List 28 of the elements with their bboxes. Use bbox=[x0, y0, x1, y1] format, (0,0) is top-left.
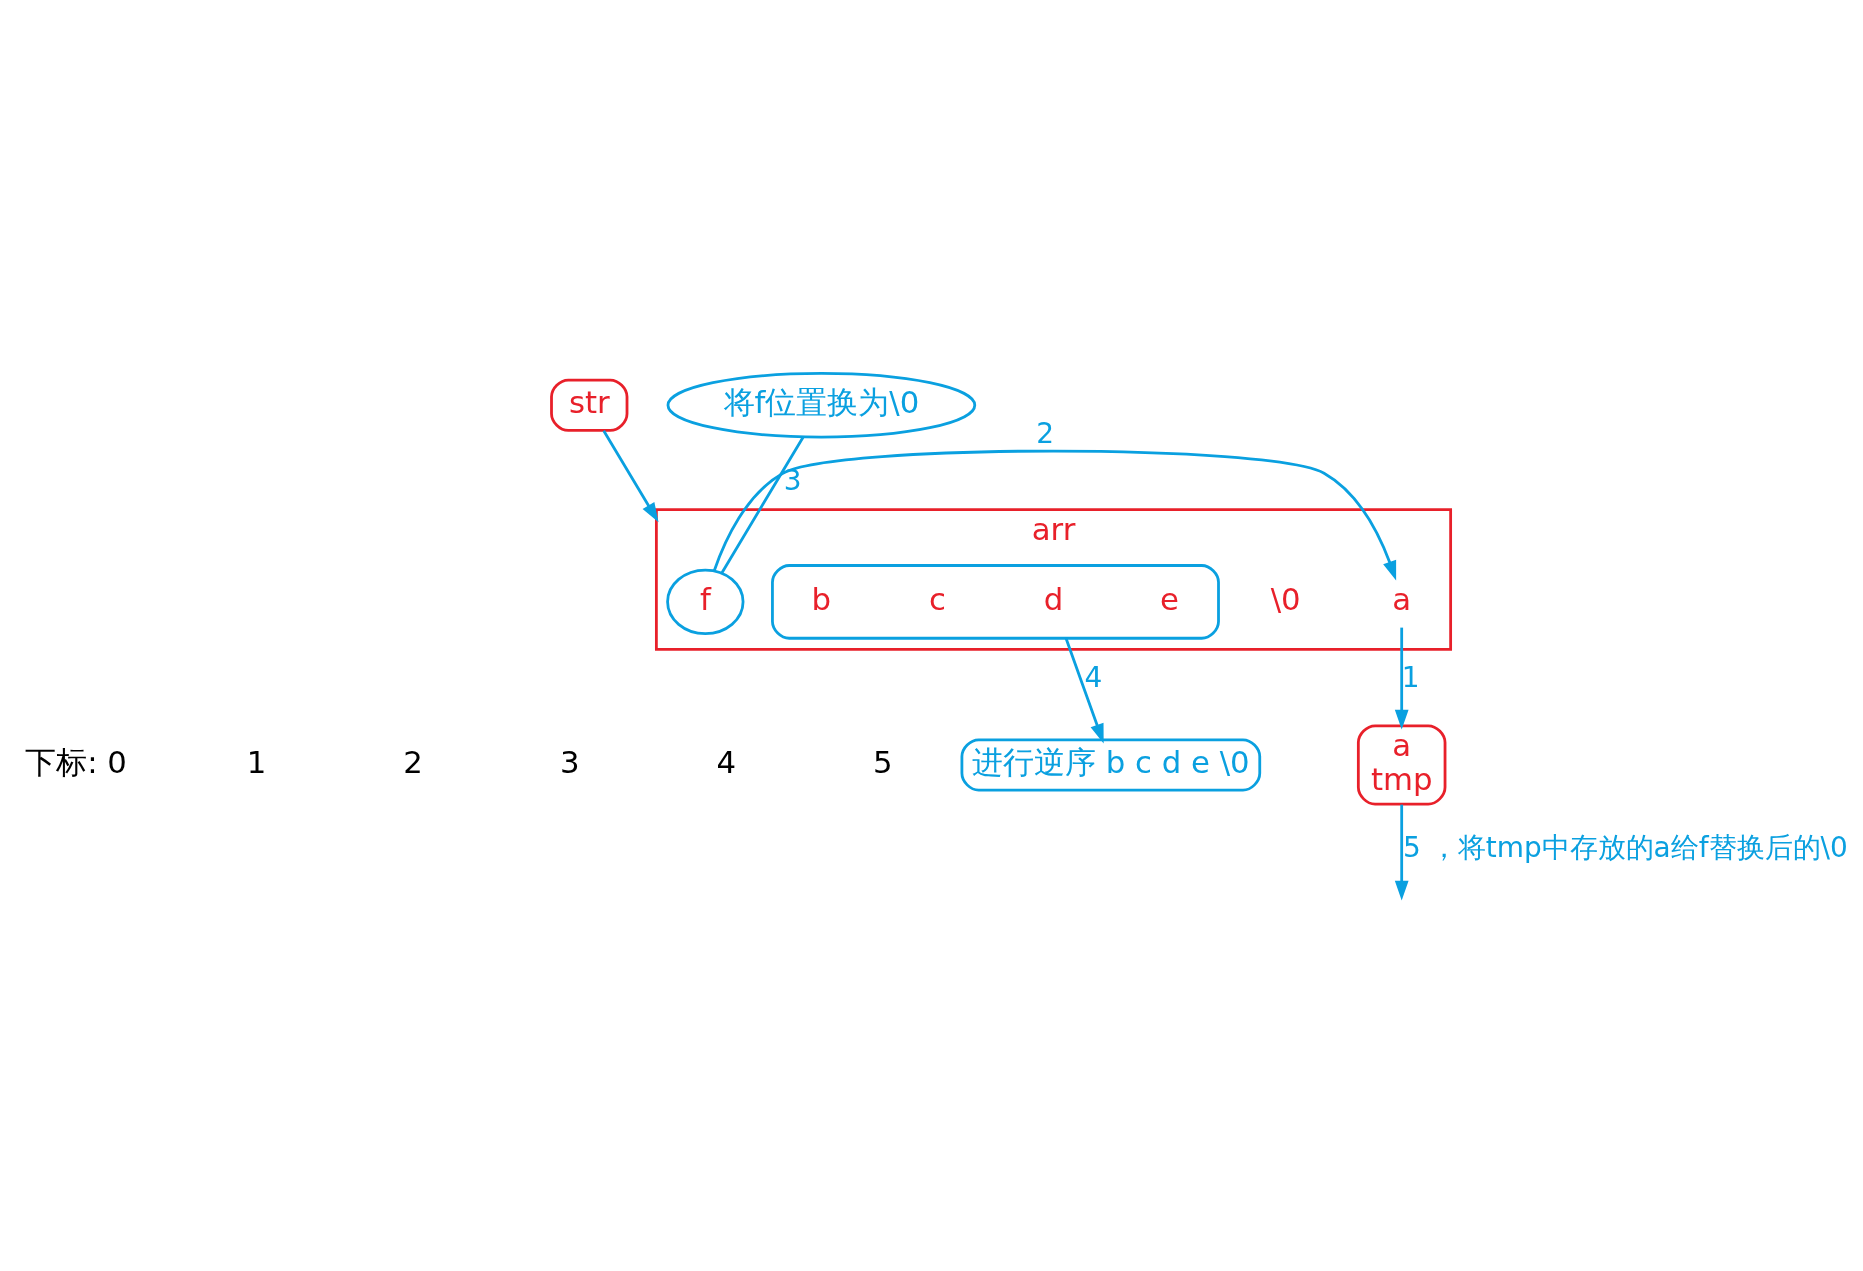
label: 4 bbox=[716, 743, 737, 780]
arrow bbox=[1394, 627, 1409, 730]
cluster bbox=[771, 564, 1220, 640]
arrow bbox=[602, 430, 659, 523]
node-box: 进行逆序 b c d e \0 bbox=[960, 738, 1262, 792]
edge-label: 4 bbox=[1084, 660, 1103, 694]
label: 2 bbox=[403, 743, 423, 780]
arrow bbox=[1394, 804, 1409, 901]
node-text: c bbox=[928, 580, 946, 617]
node-text: b bbox=[811, 580, 832, 617]
label: 1 bbox=[246, 743, 267, 780]
edge-label: 1 bbox=[1401, 660, 1420, 694]
node-box: a tmp bbox=[1356, 724, 1447, 806]
node-text: e bbox=[1160, 580, 1180, 617]
connector bbox=[720, 436, 805, 574]
node-ellipse: f bbox=[666, 568, 745, 636]
node-text: d bbox=[1043, 580, 1064, 617]
node-ellipse: 将f位置换为\0 bbox=[666, 372, 977, 439]
edge-label: 2 bbox=[1036, 416, 1055, 450]
arrow bbox=[712, 449, 1397, 581]
label: 3 bbox=[559, 743, 580, 780]
node-text: \0 bbox=[1270, 580, 1301, 617]
label: 5 bbox=[873, 743, 893, 780]
label: 下标: 0 bbox=[25, 743, 127, 780]
edge-label: 5 ，将tmp中存放的a给f替换后的\0 bbox=[1403, 831, 1848, 865]
node-text: a bbox=[1392, 580, 1412, 617]
arrow bbox=[1064, 637, 1104, 744]
node-box: str bbox=[550, 378, 629, 432]
